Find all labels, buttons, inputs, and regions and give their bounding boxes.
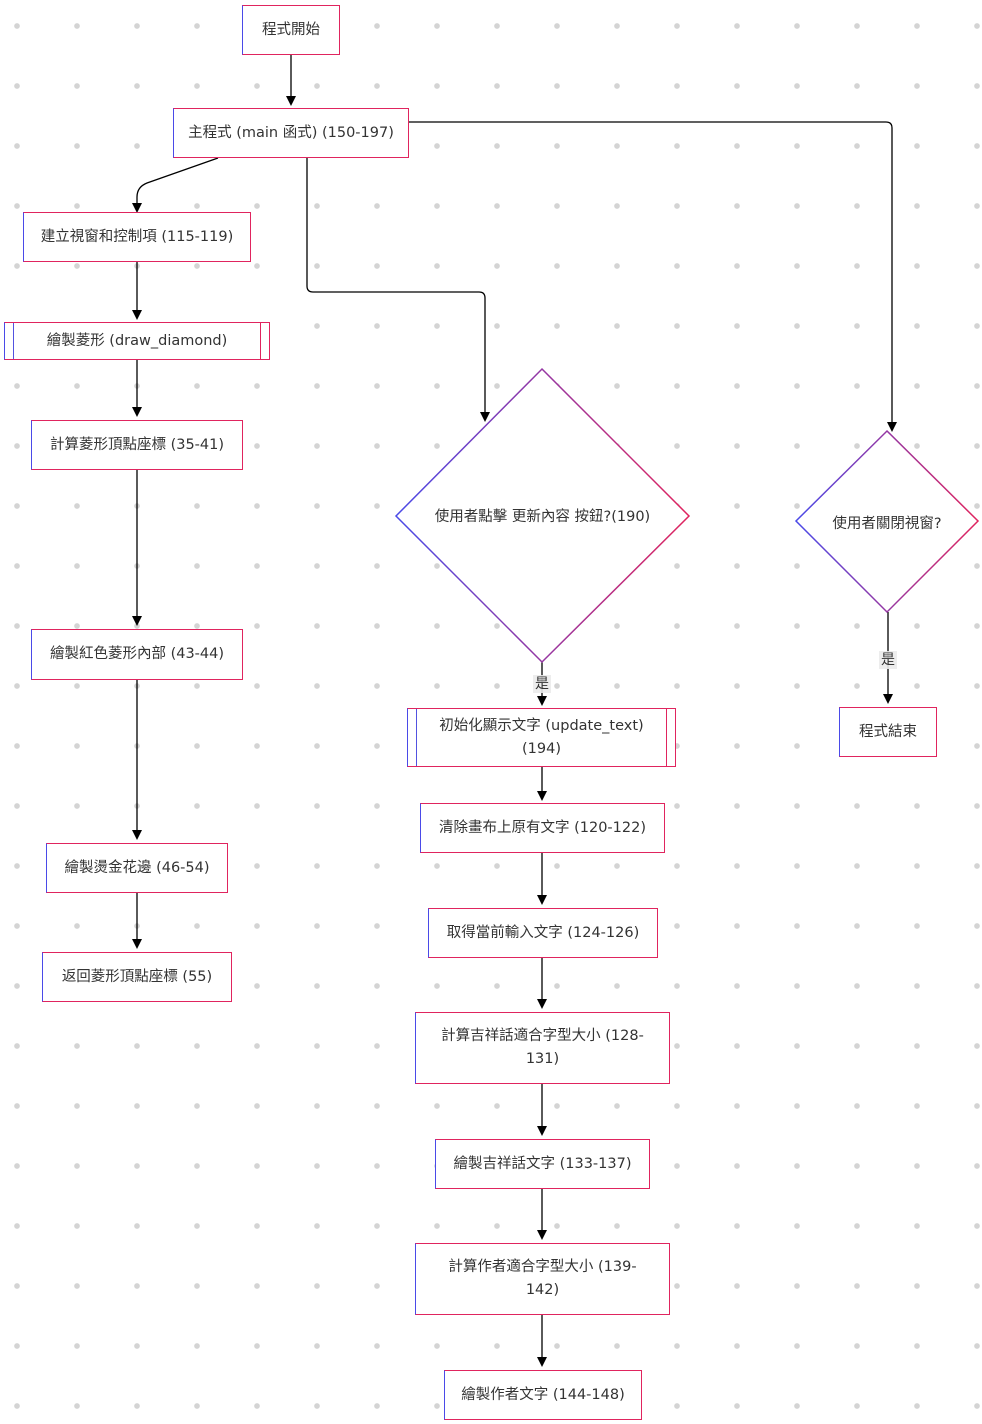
- edge-main-decision-update: [306, 158, 490, 422]
- calc-blessing-font-node: 計算吉祥話適合字型大小 (128-131): [415, 1012, 670, 1084]
- yes-close-label: 是: [879, 651, 897, 669]
- calc-vertices-node: 計算菱形頂點座標 (35-41): [31, 420, 243, 470]
- draw-red-inner-node: 繪製紅色菱形內部 (43-44): [31, 629, 243, 680]
- decision-close-shape: [794, 429, 980, 614]
- return-vertices-node: 返回菱形頂點座標 (55): [42, 952, 232, 1002]
- end-node: 程式結束: [839, 707, 937, 757]
- draw-blessing-node: 繪製吉祥話文字 (133-137): [435, 1139, 650, 1189]
- yes-update-label: 是: [533, 675, 551, 693]
- decision-update-label: 使用者點擊 更新內容 按鈕?(190): [434, 509, 651, 525]
- start-node: 程式開始: [242, 5, 340, 55]
- main-node: 主程式 (main 函式) (150-197): [173, 108, 409, 158]
- draw-diamond-node: 繪製菱形 (draw_diamond): [4, 322, 270, 360]
- get-input-node: 取得當前輸入文字 (124-126): [428, 908, 658, 958]
- decision-update-shape: [394, 367, 691, 664]
- calc-author-font-node: 計算作者適合字型大小 (139-142): [415, 1243, 670, 1315]
- update-text-node: 初始化顯示文字 (update_text) (194): [407, 708, 676, 767]
- decision-close-label: 使用者關閉視窗?: [832, 516, 942, 532]
- draw-gold-border-node: 繪製燙金花邊 (46-54): [46, 843, 228, 893]
- clear-canvas-node: 清除畫布上原有文字 (120-122): [420, 803, 665, 853]
- edge-main-decision-close: [408, 121, 897, 432]
- draw-author-node: 繪製作者文字 (144-148): [444, 1370, 642, 1420]
- edge-main-create-window: [132, 157, 219, 213]
- create-window-node: 建立視窗和控制項 (115-119): [23, 212, 251, 262]
